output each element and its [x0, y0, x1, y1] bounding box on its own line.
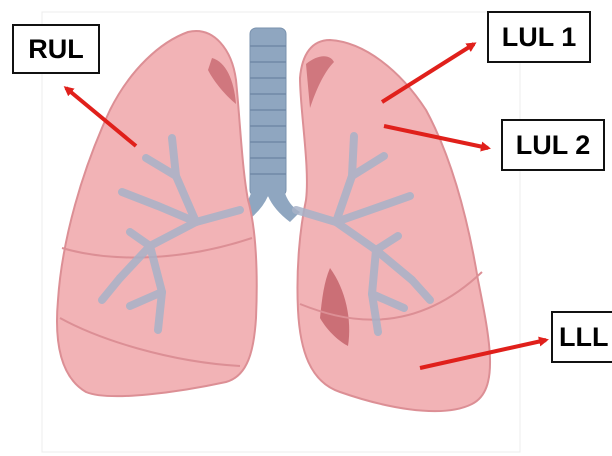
label-lul-1: LUL 1	[487, 11, 591, 63]
right-lung	[57, 31, 257, 396]
label-lll: LLL	[551, 311, 612, 363]
label-rul: RUL	[12, 24, 100, 74]
label-lul-2: LUL 2	[501, 119, 605, 171]
